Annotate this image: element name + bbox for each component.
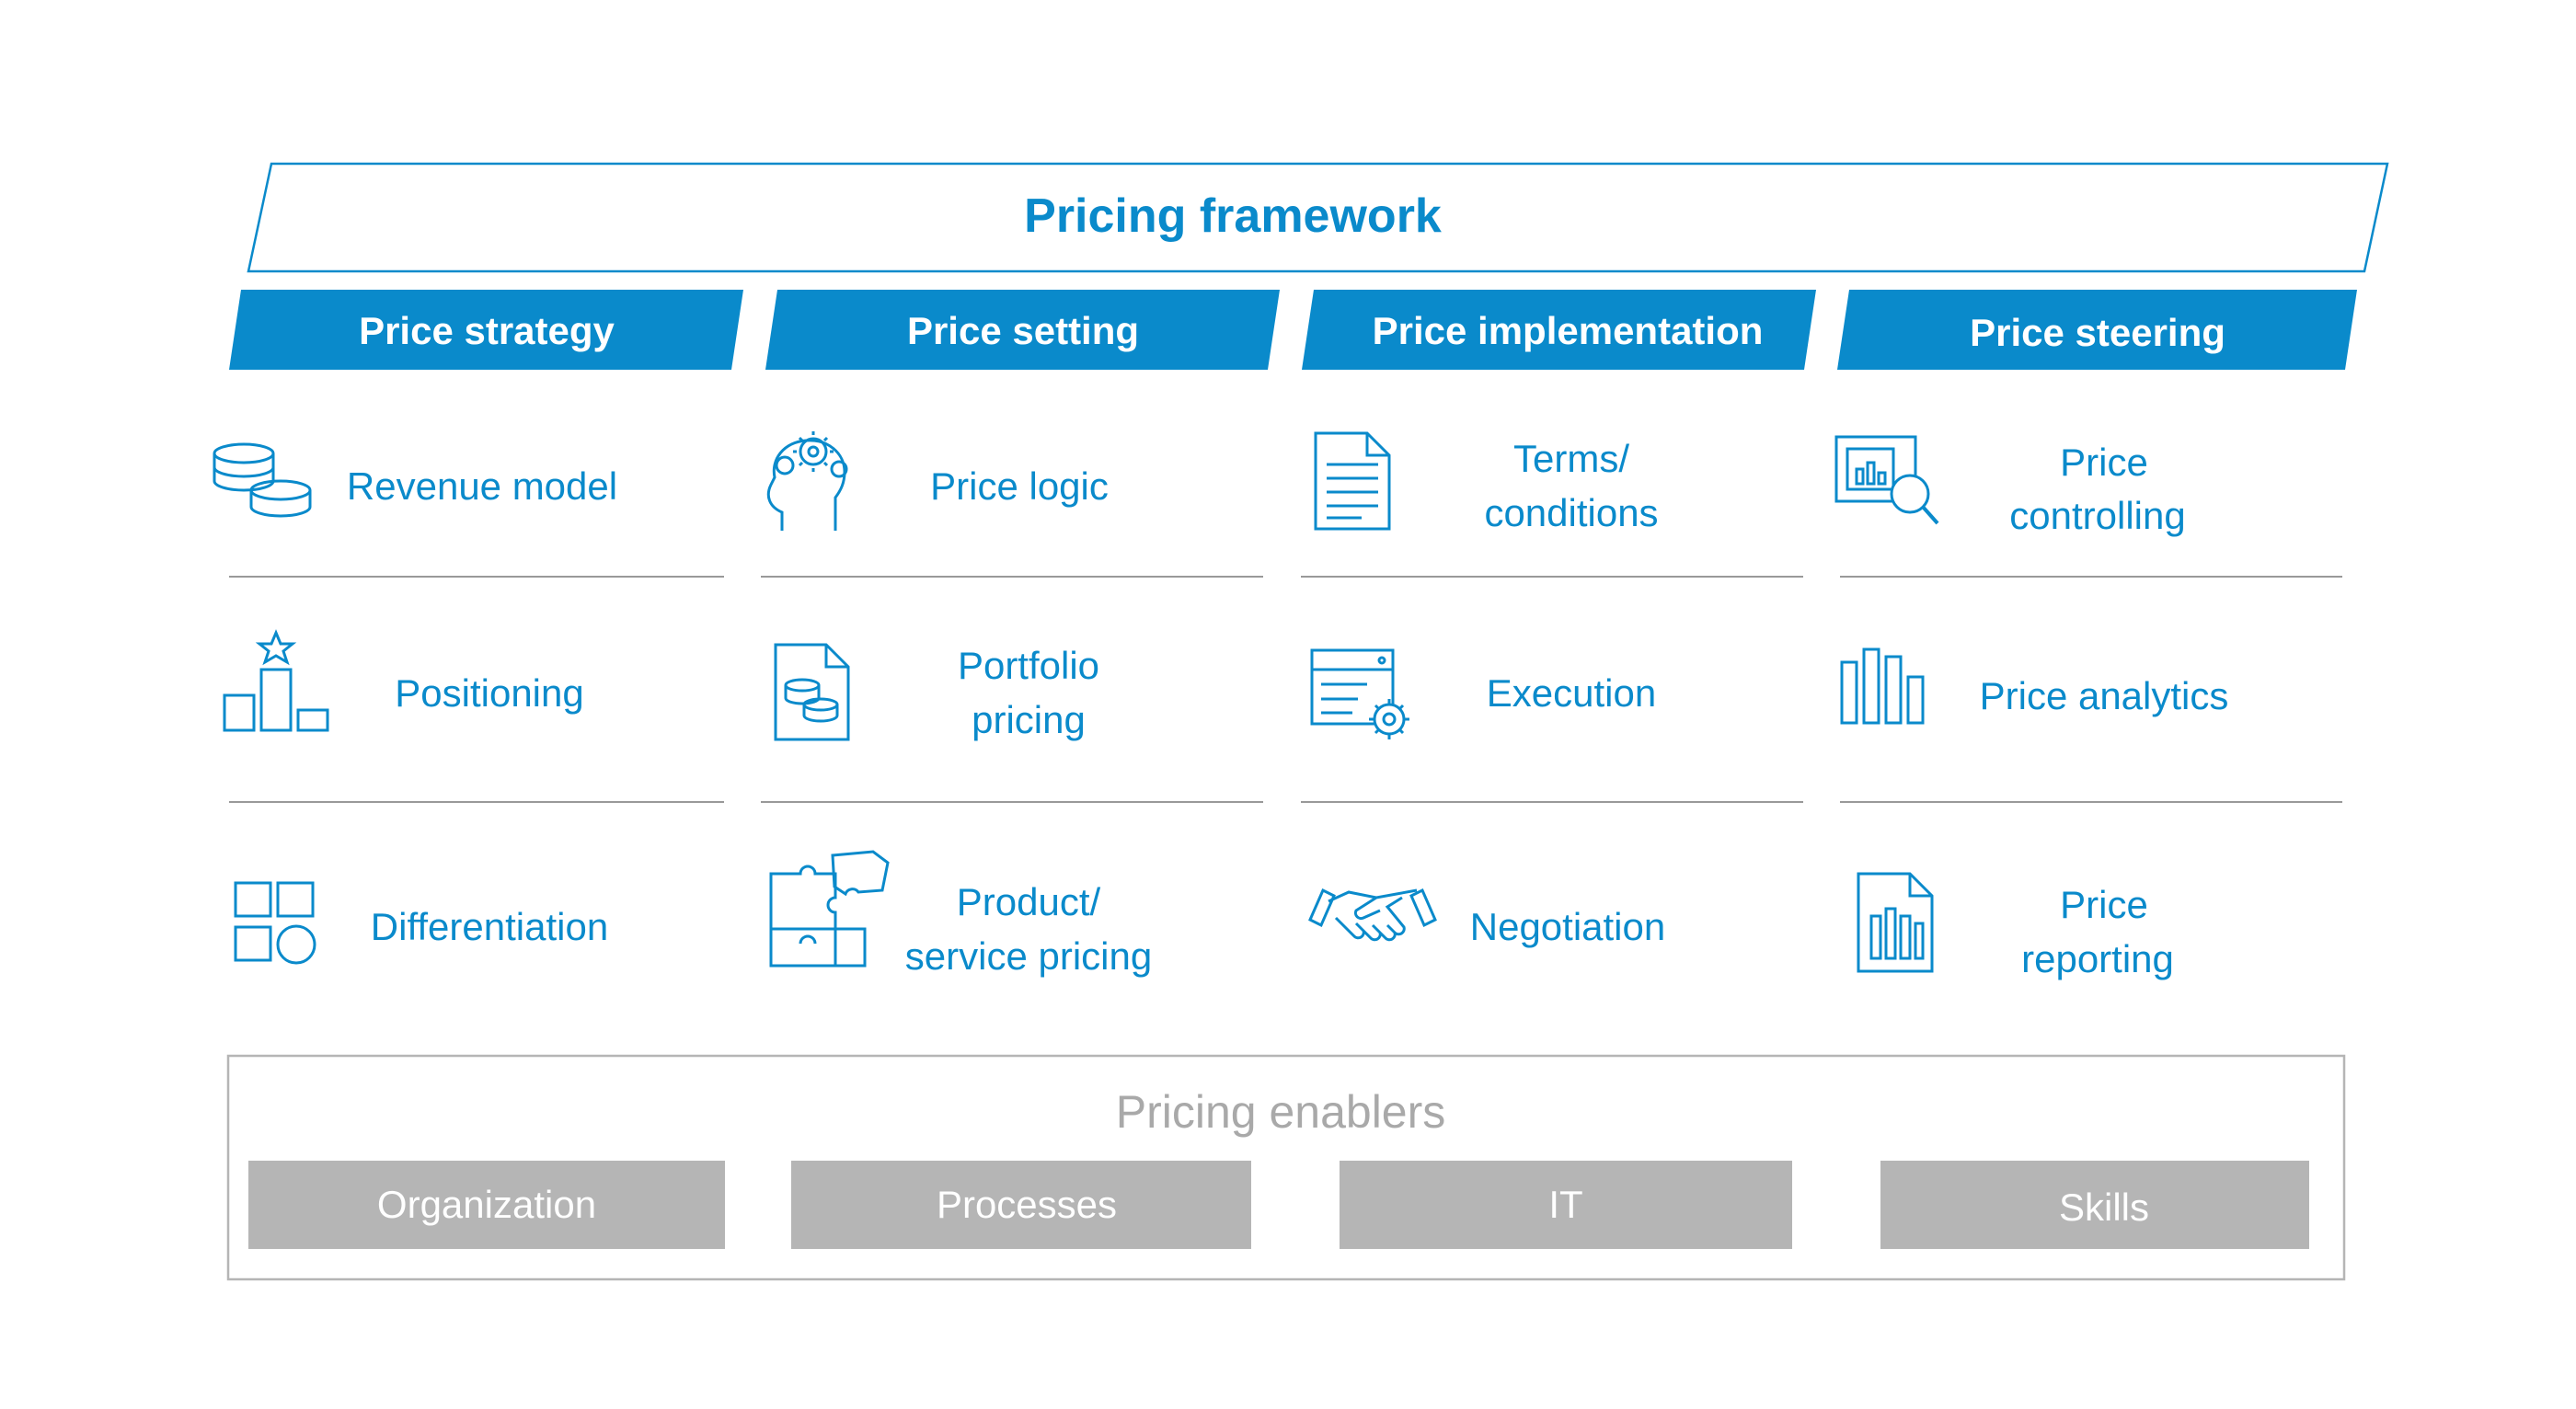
shapes-grid-icon [234,881,316,965]
column-header-price-setting: Price setting [765,290,1280,370]
item-label-price-reporting-line2: reporting [2021,937,2174,980]
enabler-it: IT [1340,1161,1792,1249]
handshake-icon [1308,888,1437,942]
framework-title: Pricing framework [1024,189,1442,243]
enabler-processes: Processes [791,1161,1251,1249]
row-dividers [229,576,2342,803]
item-label-positioning: Positioning [395,671,583,715]
column-header-label: Price strategy [359,309,615,352]
item-label-portfolio-pricing-line1: Portfolio [958,644,1099,687]
enabler-label: Organization [377,1183,596,1226]
column-header-price-steering: Price steering [1837,290,2357,370]
report-document-icon [1857,872,1934,973]
framework-banner [247,162,2389,273]
enabler-label: Processes [937,1183,1117,1226]
document-lines-icon [1314,431,1391,531]
enablers-title: Pricing enablers [1116,1086,1446,1138]
item-label-price-logic: Price logic [930,464,1109,508]
item-label-price-controlling-line2: controlling [2009,494,2185,537]
server-gear-icon [1310,648,1409,739]
podium-star-icon [223,629,329,732]
item-label-terms-conditions-line1: Terms/ [1513,437,1629,480]
item-label-price-controlling-line1: Price [2060,441,2148,484]
item-label-terms-conditions-line2: conditions [1484,491,1658,534]
coins-icon [213,442,312,518]
enabler-organization: Organization [248,1161,725,1249]
item-label-differentiation: Differentiation [371,905,608,948]
enabler-label: IT [1548,1183,1582,1226]
column-header-label: Price steering [1970,311,2225,354]
enabler-label: Skills [2059,1186,2149,1229]
item-label-revenue-model: Revenue model [347,464,617,508]
enabler-skills: Skills [1880,1161,2309,1249]
head-gears-icon [766,431,848,531]
item-label-negotiation: Negotiation [1470,905,1665,948]
item-label-product-service-pricing-line1: Product/ [957,880,1101,923]
item-label-price-reporting-line1: Price [2060,883,2148,926]
item-label-product-service-pricing-line2: service pricing [905,934,1152,978]
chart-magnifier-icon [1834,435,1939,525]
column-header-price-implementation: Price implementation [1302,290,1816,370]
column-header-price-strategy: Price strategy [229,290,743,370]
item-label-price-analytics: Price analytics [1980,674,2229,717]
bar-chart-icon [1840,647,1925,725]
puzzle-icon [769,850,890,968]
item-label-portfolio-pricing-line2: pricing [972,698,1086,741]
column-header-label: Price setting [907,309,1139,352]
column-header-label: Price implementation [1373,309,1764,352]
document-coins-icon [774,643,850,741]
item-label-execution: Execution [1487,671,1656,715]
